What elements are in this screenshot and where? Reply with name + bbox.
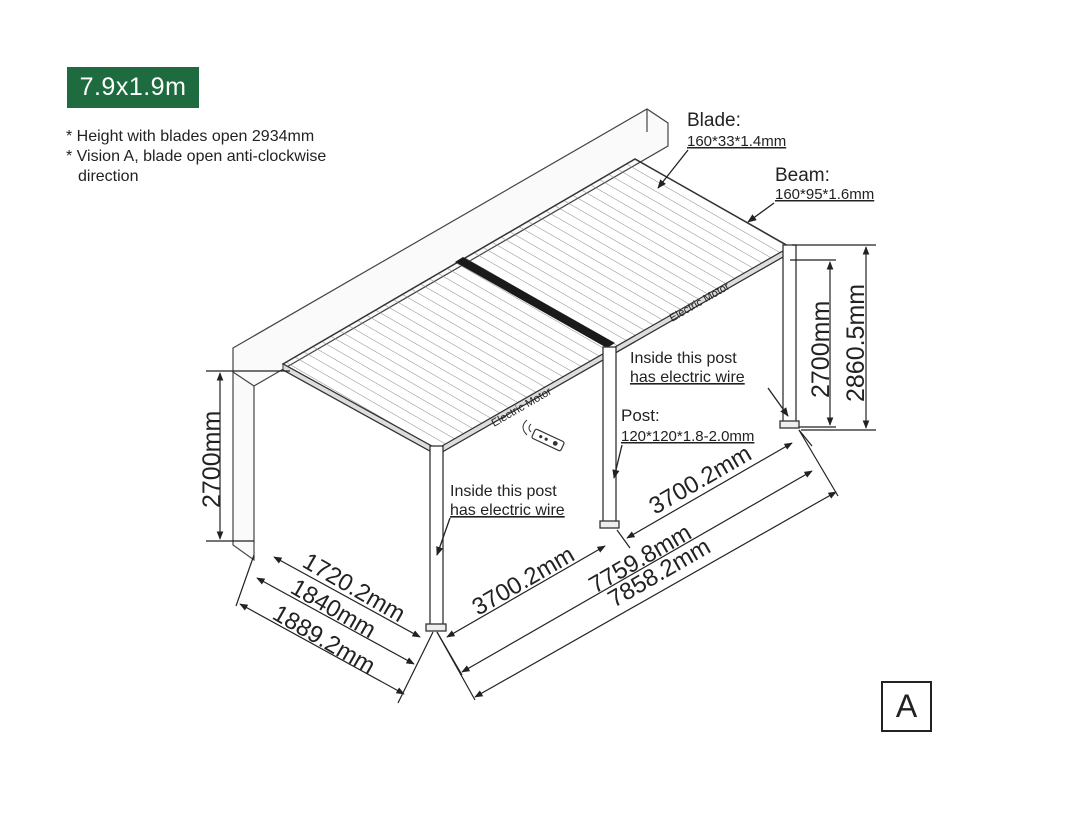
post-front-middle <box>602 346 617 526</box>
height-dimensions <box>206 244 876 542</box>
blade-title: Blade: <box>687 110 741 131</box>
note-vision-cont: direction <box>78 168 139 185</box>
wire-right-leader <box>767 387 789 417</box>
blade-spec: 160*33*1.4mm <box>687 133 786 150</box>
note-vision: * Vision A, blade open anti-clockwise <box>66 148 327 165</box>
post-title: Post: <box>621 406 660 425</box>
wire-left-line2: has electric wire <box>450 502 565 519</box>
remote-icon <box>531 428 565 452</box>
dim-height-wall: 2700mm <box>198 411 226 508</box>
post-front-right <box>782 244 797 426</box>
signal-icon <box>522 419 532 436</box>
wire-left-line1: Inside this post <box>450 483 557 500</box>
dim-span-back: 3700.2mm <box>645 440 757 520</box>
dim-span-front: 3700.2mm <box>468 541 580 621</box>
vision-label: A <box>881 681 932 732</box>
wire-right-line2: has electric wire <box>630 369 745 386</box>
wire-left-leader <box>436 517 451 556</box>
notes: * Height with blades open 2934mm * Visio… <box>66 127 326 187</box>
dim-height-post: 2700mm <box>807 301 835 398</box>
beam-spec: 160*95*1.6mm <box>775 186 874 203</box>
dim-height-total: 2860.5mm <box>842 284 870 402</box>
beam-leader <box>747 202 775 223</box>
width-dimensions <box>235 554 434 704</box>
beam-title: Beam: <box>775 165 830 186</box>
post-spec: 120*120*1.8-2.0mm <box>621 428 754 445</box>
note-height: * Height with blades open 2934mm <box>66 128 315 145</box>
blade-leader <box>657 149 689 189</box>
size-badge: 7.9x1.9m <box>67 67 199 108</box>
post-front-left <box>429 445 444 629</box>
length-dimensions <box>436 429 839 701</box>
wire-right-line1: Inside this post <box>630 350 737 367</box>
motor-beam <box>455 257 615 348</box>
